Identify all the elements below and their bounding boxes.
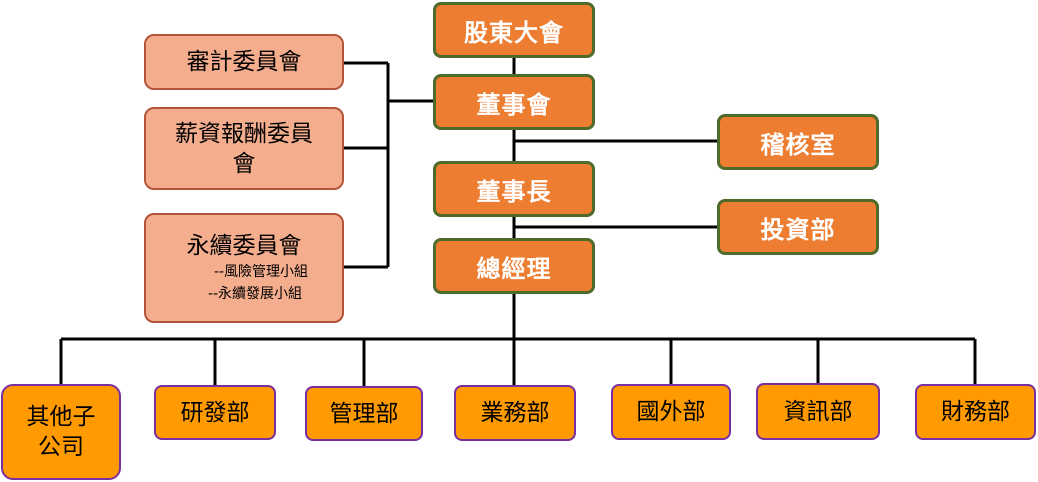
chairman-box: 董事長 [433,161,595,217]
compensation-committee-label-line2: 會 [232,150,256,177]
president-label: 總經理 [476,254,552,283]
sustainable-development-subgroup: --永續發展小組 [207,286,303,302]
subsidiaries-label-line2: 公司 [38,434,84,460]
international-dept-label: 國外部 [636,399,706,425]
compensation-committee-label-line1: 薪資報酬委員 [175,120,313,147]
international-dept-box: 國外部 [611,384,731,440]
management-dept-label: 管理部 [329,400,399,427]
board-box: 董事會 [433,74,595,130]
sustainability-committee-title: 永續委員會 [186,233,302,259]
shareholders-label: 股東大會 [464,18,564,47]
shareholders-box: 股東大會 [433,2,595,58]
president-box: 總經理 [433,238,595,294]
sustainability-committee-box: 永續委員會 --風險管理小組 --永續發展小組 [144,213,344,323]
audit-office-label: 稽核室 [760,130,836,159]
it-dept-label: 資訊部 [783,398,853,425]
audit-office-box: 稽核室 [717,114,879,170]
management-dept-box: 管理部 [305,386,423,441]
audit-committee-label: 審計委員會 [186,49,302,75]
investment-label: 投資部 [760,215,836,244]
subsidiaries-box: 其他子 公司 [1,384,121,480]
rnd-dept-label: 研發部 [180,399,250,426]
subsidiaries-label-line1: 其他子 [26,404,96,430]
board-label: 董事會 [476,90,552,119]
rnd-dept-box: 研發部 [154,385,276,440]
business-dept-label: 業務部 [480,400,550,426]
finance-dept-box: 財務部 [915,384,1036,440]
audit-committee-box: 審計委員會 [144,34,344,90]
chairman-label: 董事長 [476,177,552,206]
investment-box: 投資部 [717,199,879,255]
finance-dept-label: 財務部 [941,399,1010,425]
it-dept-box: 資訊部 [756,383,880,440]
business-dept-box: 業務部 [454,385,576,441]
risk-management-subgroup: --風險管理小組 [213,264,309,280]
compensation-committee-box: 薪資報酬委員 會 [144,107,344,190]
